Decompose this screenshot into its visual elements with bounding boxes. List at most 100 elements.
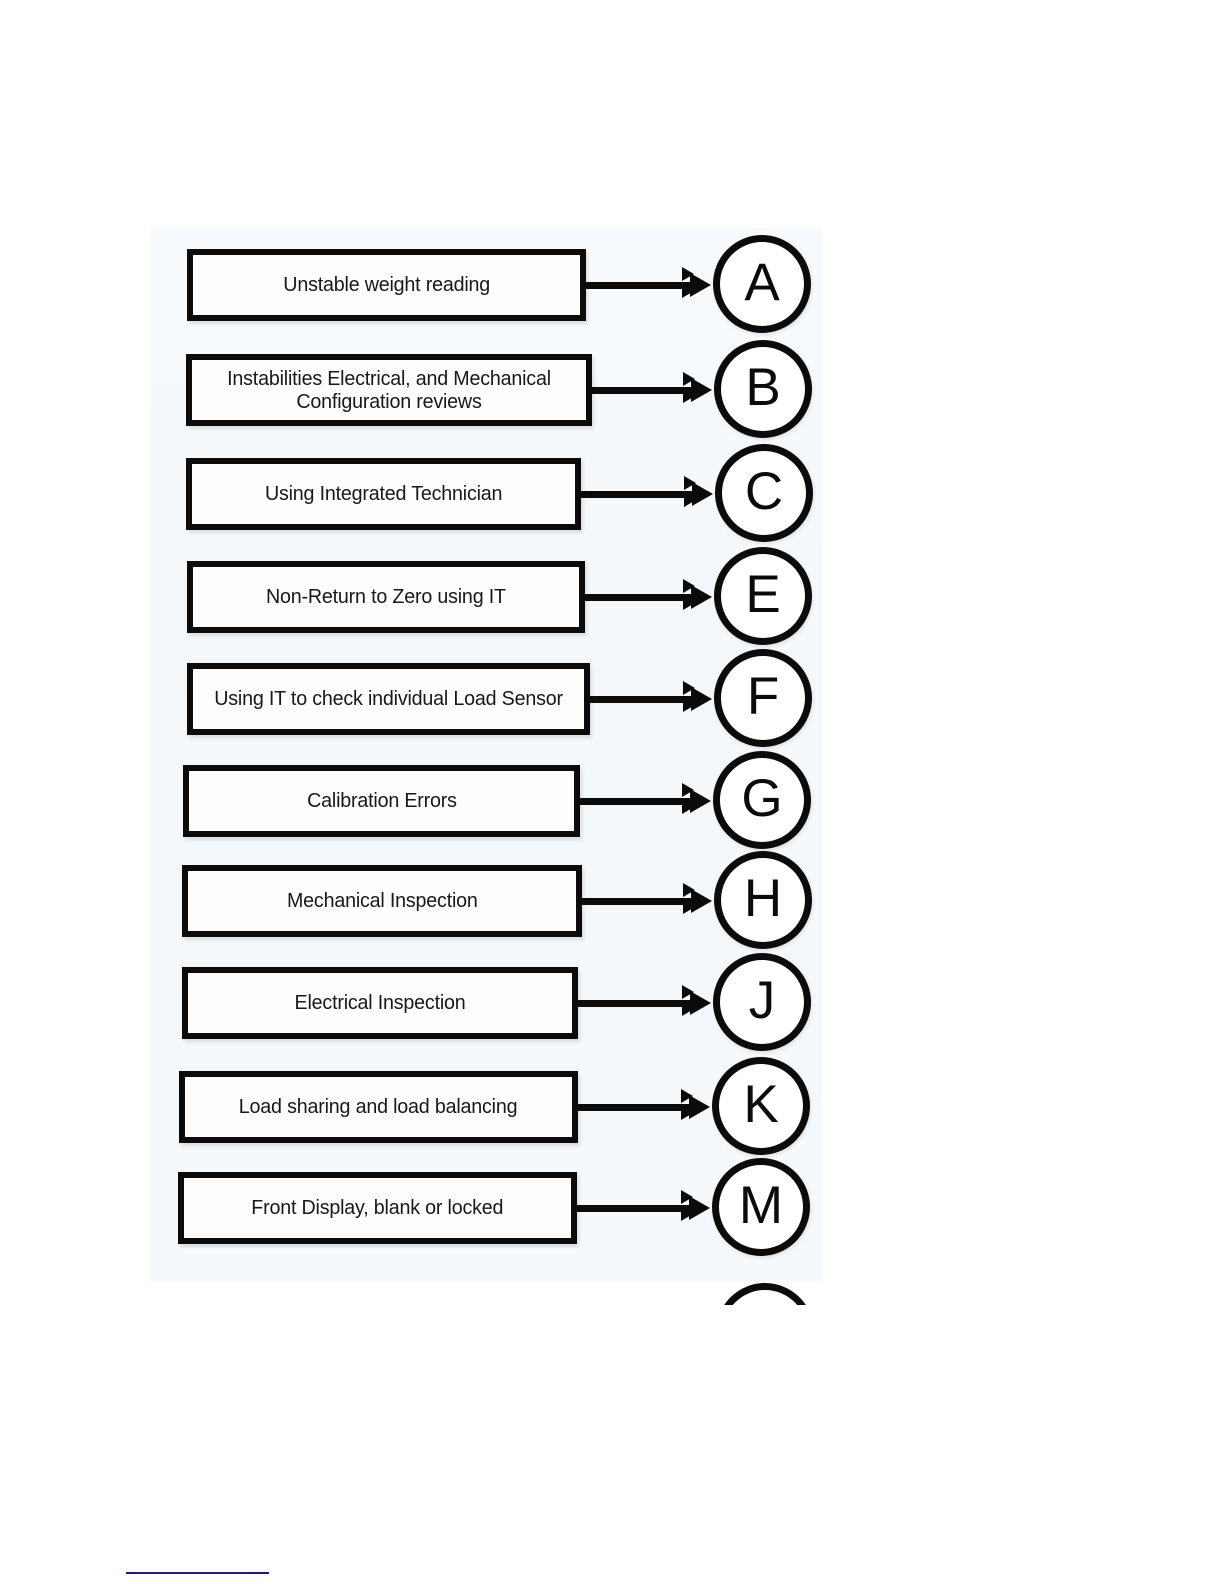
reference-circle[interactable]: J bbox=[713, 953, 811, 1051]
arrow-barb-icon bbox=[681, 1207, 693, 1221]
arrow-barb-icon bbox=[683, 883, 695, 897]
clipped-reference-circle-shape bbox=[716, 1283, 814, 1305]
arrow-barb-icon bbox=[681, 1106, 693, 1120]
process-box[interactable]: Using IT to check individual Load Sensor bbox=[187, 663, 590, 735]
arrow-shaft bbox=[581, 491, 696, 498]
reference-circle-label: B bbox=[745, 357, 781, 417]
process-box-label: Front Display, blank or locked bbox=[251, 1196, 504, 1220]
process-box[interactable]: Front Display, blank or locked bbox=[178, 1172, 577, 1244]
reference-circle-label: K bbox=[743, 1074, 779, 1134]
reference-circle[interactable]: C bbox=[715, 444, 813, 542]
arrow-head-icon bbox=[689, 1196, 710, 1220]
process-box-label: Instabilities Electrical, and Mechanical… bbox=[227, 366, 551, 413]
flow-row: Load sharing and load balancing K bbox=[0, 1057, 1224, 1157]
process-box[interactable]: Electrical Inspection bbox=[182, 967, 578, 1039]
reference-circle[interactable]: M bbox=[712, 1158, 810, 1256]
reference-circle[interactable]: E bbox=[714, 547, 812, 645]
arrow-barb-icon bbox=[682, 284, 694, 298]
process-box[interactable]: Mechanical Inspection bbox=[182, 865, 582, 937]
reference-circle-label: F bbox=[746, 666, 780, 726]
arrow-barb-icon bbox=[683, 681, 695, 695]
process-box[interactable]: Using Integrated Technician bbox=[186, 458, 581, 530]
process-box[interactable]: Non-Return to Zero using IT bbox=[187, 561, 585, 633]
arrow-shaft bbox=[578, 1000, 694, 1007]
arrow-shaft bbox=[586, 282, 694, 289]
arrow-head-icon bbox=[690, 789, 711, 813]
flow-row: Mechanical Inspection H bbox=[0, 851, 1224, 951]
footnote-separator-rule bbox=[126, 1572, 269, 1574]
process-box-label: Electrical Inspection bbox=[294, 991, 466, 1015]
arrow-shaft bbox=[580, 798, 694, 805]
arrow-head-icon bbox=[691, 687, 712, 711]
connector-arrow bbox=[578, 985, 713, 1016]
reference-circle-label: M bbox=[738, 1175, 784, 1235]
arrow-head-icon bbox=[689, 1095, 710, 1119]
arrow-barb-icon bbox=[682, 267, 694, 281]
connector-arrow bbox=[585, 579, 714, 610]
arrow-shaft bbox=[592, 387, 695, 394]
flow-row: Non-Return to Zero using IT E bbox=[0, 547, 1224, 647]
connector-arrow bbox=[582, 883, 714, 914]
arrow-shaft bbox=[582, 898, 695, 905]
reference-circle[interactable]: A bbox=[713, 235, 811, 333]
connector-arrow bbox=[586, 267, 713, 298]
arrow-barb-icon bbox=[681, 1190, 693, 1204]
reference-circle[interactable]: F bbox=[714, 649, 812, 747]
reference-circle[interactable]: G bbox=[713, 751, 811, 849]
reference-circle-label: E bbox=[745, 564, 781, 624]
arrow-head-icon bbox=[690, 273, 711, 297]
reference-circle[interactable]: H bbox=[714, 851, 812, 949]
arrow-head-icon bbox=[692, 482, 713, 506]
process-box-label: Using IT to check individual Load Sensor bbox=[214, 687, 563, 711]
process-box-label: Calibration Errors bbox=[306, 789, 457, 813]
reference-circle-label: C bbox=[744, 461, 784, 521]
arrow-shaft bbox=[585, 594, 695, 601]
flow-row: Instabilities Electrical, and Mechanical… bbox=[0, 340, 1224, 440]
reference-circle-label: G bbox=[741, 768, 783, 828]
arrow-barb-icon bbox=[683, 596, 695, 610]
reference-circle-label: H bbox=[743, 868, 783, 928]
arrow-barb-icon bbox=[682, 985, 694, 999]
reference-circle[interactable]: B bbox=[714, 340, 812, 438]
arrow-shaft bbox=[577, 1205, 693, 1212]
flow-row: Calibration Errors G bbox=[0, 751, 1224, 851]
arrow-barb-icon bbox=[683, 372, 695, 386]
arrow-barb-icon bbox=[682, 800, 694, 814]
process-box-label: Mechanical Inspection bbox=[286, 889, 478, 913]
process-box[interactable]: Unstable weight reading bbox=[187, 249, 586, 321]
process-box-label: Non-Return to Zero using IT bbox=[266, 585, 506, 609]
process-box-label: Unstable weight reading bbox=[283, 273, 490, 297]
connector-arrow bbox=[580, 783, 713, 814]
reference-circle-label: A bbox=[744, 252, 780, 312]
connector-arrow bbox=[578, 1089, 712, 1120]
process-box-label: Using Integrated Technician bbox=[264, 482, 503, 506]
connector-arrow bbox=[592, 372, 714, 403]
arrow-barb-icon bbox=[682, 783, 694, 797]
arrow-barb-icon bbox=[683, 579, 695, 593]
process-box[interactable]: Calibration Errors bbox=[183, 765, 580, 837]
arrow-barb-icon bbox=[683, 698, 695, 712]
flow-row: Electrical Inspection J bbox=[0, 953, 1224, 1053]
arrow-barb-icon bbox=[683, 900, 695, 914]
arrow-shaft bbox=[578, 1104, 693, 1111]
arrow-head-icon bbox=[690, 991, 711, 1015]
arrow-head-icon bbox=[691, 889, 712, 913]
arrow-head-icon bbox=[691, 378, 712, 402]
reference-circle-label: J bbox=[748, 970, 776, 1030]
arrow-barb-icon bbox=[684, 493, 696, 507]
flow-row: Using Integrated Technician C bbox=[0, 444, 1224, 544]
flow-row: Unstable weight reading A bbox=[0, 235, 1224, 335]
flow-row: Front Display, blank or locked M bbox=[0, 1158, 1224, 1258]
arrow-barb-icon bbox=[684, 476, 696, 490]
arrow-head-icon bbox=[691, 585, 712, 609]
connector-arrow bbox=[590, 681, 714, 712]
arrow-barb-icon bbox=[682, 1002, 694, 1016]
arrow-shaft bbox=[590, 696, 695, 703]
reference-circle[interactable]: K bbox=[712, 1057, 810, 1155]
connector-arrow bbox=[581, 476, 715, 507]
process-box[interactable]: Instabilities Electrical, and Mechanical… bbox=[186, 354, 592, 426]
process-box[interactable]: Load sharing and load balancing bbox=[179, 1071, 578, 1143]
process-box-label: Load sharing and load balancing bbox=[239, 1095, 518, 1119]
connector-arrow bbox=[577, 1190, 712, 1221]
